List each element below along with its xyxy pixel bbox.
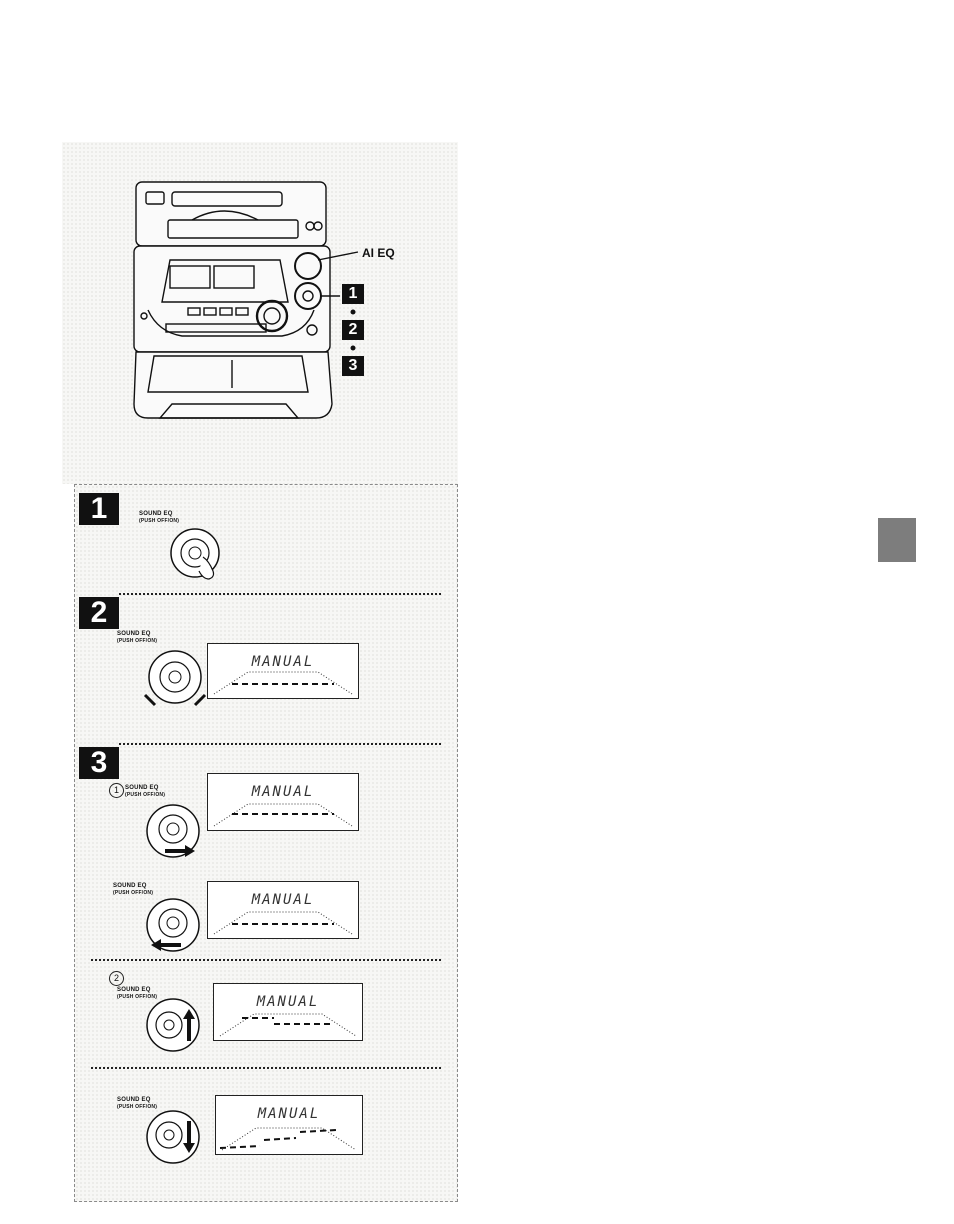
figure-step-3-marker: 3 (342, 356, 364, 376)
separator (119, 743, 441, 745)
eq-curve (214, 984, 362, 1040)
knob-label-text: SOUND EQ (117, 631, 151, 637)
step-1-knob-icon (163, 523, 233, 585)
knob-label-text: SOUND EQ (125, 785, 159, 791)
step-2-knob-label: SOUND EQ (PUSH OFF/ON) (117, 631, 157, 645)
step-3b2-knob-icon (143, 1105, 207, 1169)
eq-curve (208, 644, 358, 698)
knob-label-text: SOUND EQ (113, 883, 147, 889)
circled-1: 1 (109, 783, 124, 798)
step-2-knob-icon (139, 645, 211, 715)
ai-eq-callout: AI EQ (362, 246, 395, 260)
step-1-badge: 1 (79, 493, 119, 525)
eq-curve (208, 774, 358, 830)
eq-curve (208, 882, 358, 938)
steps-panel: 1 SOUND EQ (PUSH OFF/ON) 2 SOUND EQ (PUS… (74, 484, 458, 1202)
step-2-lcd: MANUAL (207, 643, 359, 699)
stereo-illustration: AI EQ 1 2 3 (62, 142, 458, 484)
separator (91, 959, 441, 961)
step-3b-knob-icon (143, 993, 207, 1057)
step-3b-lcd: MANUAL (213, 983, 363, 1041)
step-3a-lcd: MANUAL (207, 773, 359, 831)
circled-2: 2 (109, 971, 124, 986)
figure-step-1-marker: 1 (342, 284, 364, 304)
separator (119, 593, 441, 595)
step-3a-knob-icon (143, 801, 207, 863)
section-tab-marker (878, 518, 916, 562)
step-3-badge: 3 (79, 747, 119, 779)
eq-curve (216, 1096, 362, 1154)
knob-sub-text: (PUSH OFF/ON) (125, 792, 165, 799)
step-2-badge: 2 (79, 597, 119, 629)
step-3a-knob-label: SOUND EQ (PUSH OFF/ON) (125, 785, 165, 799)
step-3a2-lcd: MANUAL (207, 881, 359, 939)
knob-sub-text: (PUSH OFF/ON) (117, 638, 157, 645)
figure-step-2-marker: 2 (342, 320, 364, 340)
separator (91, 1067, 441, 1069)
step-3a2-knob-icon (143, 893, 207, 957)
stereo-drawing (62, 142, 458, 484)
step-3b2-lcd: MANUAL (215, 1095, 363, 1155)
knob-label-text: SOUND EQ (139, 511, 173, 517)
knob-label-text: SOUND EQ (117, 1097, 151, 1103)
